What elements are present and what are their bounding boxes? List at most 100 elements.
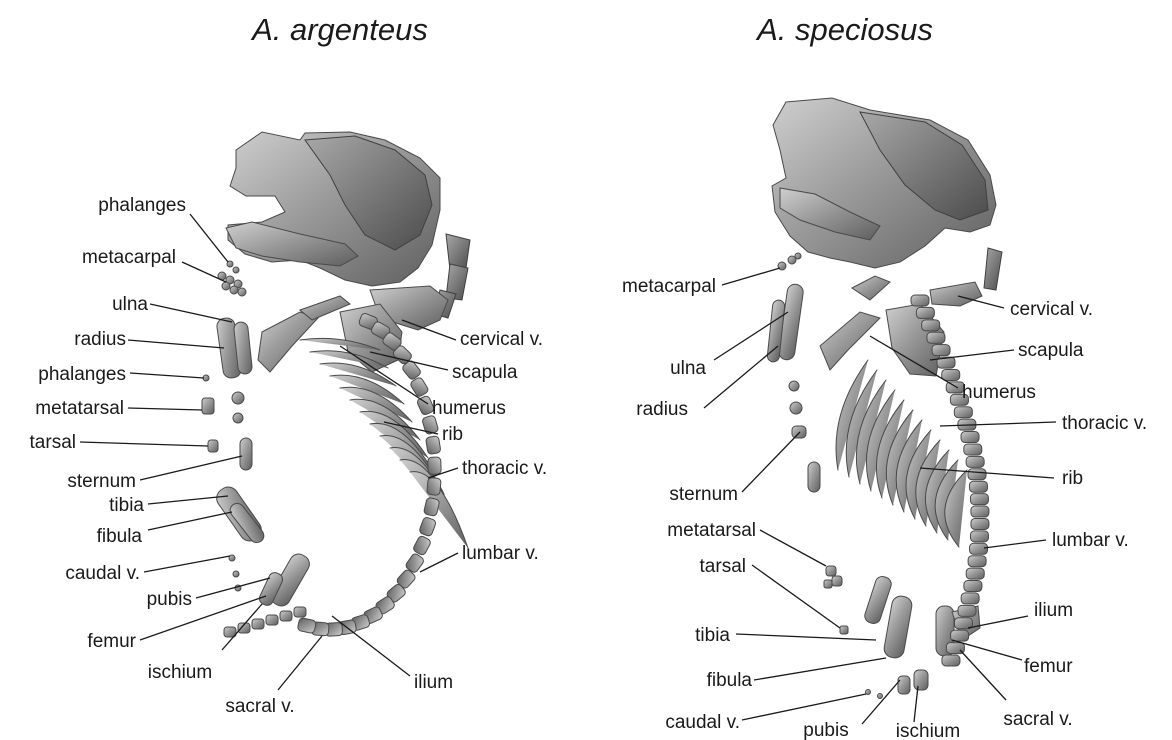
labels-left: phalanges metacarpal ulna radius phalang… (30, 195, 548, 717)
vertebra-right (932, 345, 950, 356)
caudal-vertebra-left (266, 615, 278, 625)
vertebra-right (954, 407, 972, 418)
vertebra-right (971, 518, 989, 529)
panel-title-right: A. speciosus (755, 12, 933, 47)
label-scapula: scapula (1018, 340, 1084, 361)
vertebra-right (968, 556, 986, 567)
label-femur: femur (1024, 656, 1073, 677)
label-cervical-v: cervical v. (1010, 299, 1093, 320)
label-radius: radius (74, 329, 126, 350)
vertebra-left (419, 516, 437, 536)
clavicle-right (852, 276, 890, 300)
label-fibula: fibula (97, 526, 143, 547)
vertebra-right (968, 469, 986, 480)
tarsal-left (208, 440, 218, 452)
vertebra-right (970, 494, 988, 505)
vertebra-right (942, 369, 960, 380)
vertebra-right (958, 605, 976, 616)
label-thoracic-v: thoracic v. (1062, 413, 1147, 434)
vertebra-left (427, 477, 442, 495)
label-caudal-v: caudal v. (665, 712, 740, 733)
fibula-right (883, 595, 913, 660)
vertebra-right (971, 506, 989, 517)
label-lumbar-v: lumbar v. (462, 543, 539, 564)
label-phalanges: phalanges (98, 195, 186, 216)
caudal-vertebra-left (280, 611, 292, 621)
vertebra-right (961, 432, 979, 443)
vertebra-right (942, 655, 960, 666)
sternum-right (792, 426, 806, 438)
label-metacarpal: metacarpal (622, 276, 716, 297)
metatarsal-right (824, 566, 842, 588)
label-pubis: pubis (803, 720, 848, 740)
vertebra-right (969, 481, 987, 492)
vertebra-right (951, 630, 969, 641)
vertebra-right (911, 295, 929, 306)
vertebra-right (927, 332, 945, 343)
ischium-right (914, 670, 928, 690)
leader-lines-right (704, 268, 1056, 724)
vertebra-right (961, 593, 979, 604)
label-metacarpal: metacarpal (82, 247, 176, 268)
label-tibia: tibia (695, 625, 730, 646)
label-sternum: sternum (67, 471, 136, 492)
label-rib: rib (442, 424, 463, 445)
label-sacral-v: sacral v. (1003, 709, 1072, 730)
labels-right: metacarpal ulna radius sternum metatarsa… (622, 276, 1147, 740)
label-tibia: tibia (109, 495, 144, 516)
label-tarsal: tarsal (30, 432, 76, 453)
label-rib: rib (1062, 468, 1083, 489)
caudal-vertebra-left (294, 607, 306, 617)
cervical-v-right (930, 282, 982, 306)
label-cervical-v: cervical v. (460, 329, 543, 350)
vertebra-left (423, 497, 440, 517)
metacarpal-cluster-left (218, 261, 246, 296)
label-ulna: ulna (670, 358, 706, 379)
label-tarsal: tarsal (700, 556, 746, 577)
vertebra-right (964, 581, 982, 592)
label-sternum: sternum (669, 484, 738, 505)
label-femur: femur (87, 631, 136, 652)
vertebra-right (966, 568, 984, 579)
metatarsal-left (202, 398, 214, 414)
label-scapula: scapula (452, 362, 518, 383)
vertebra-right (964, 444, 982, 455)
label-lumbar-v: lumbar v. (1052, 530, 1129, 551)
label-thoracic-v: thoracic v. (462, 458, 547, 479)
label-ischium: ischium (148, 662, 212, 683)
skull-plate-right (984, 248, 1002, 290)
vertebra-right (916, 307, 934, 318)
label-caudal-v: caudal v. (65, 563, 140, 584)
vertebra-right (922, 320, 940, 331)
label-ilium: ilium (414, 672, 453, 693)
skeleton-left (202, 132, 470, 609)
humerus-right (820, 312, 880, 370)
label-humerus: humerus (432, 398, 506, 419)
caudal-vertebra-left (252, 619, 264, 629)
label-ischium: ischium (896, 721, 960, 740)
label-phalanges-hind: phalanges (38, 364, 126, 385)
label-humerus: humerus (962, 382, 1036, 403)
label-radius: radius (636, 399, 688, 420)
label-sacral-v: sacral v. (225, 696, 294, 717)
vertebra-left (425, 436, 441, 455)
vertebra-left (297, 617, 316, 633)
tarsal-right (840, 626, 848, 634)
label-fibula: fibula (707, 670, 753, 691)
label-ulna: ulna (112, 294, 148, 315)
vertebra-right (966, 456, 984, 467)
vertebra-left (428, 457, 442, 474)
vertebra-right (970, 531, 988, 542)
label-ilium: ilium (1034, 600, 1073, 621)
vertebra-right (970, 543, 988, 554)
tibia-right (863, 575, 893, 626)
label-metatarsal: metatarsal (35, 398, 124, 419)
sternum-left (240, 438, 252, 470)
panel-title-left: A. argenteus (250, 12, 428, 47)
vertebra-left (412, 535, 431, 556)
label-pubis: pubis (147, 589, 192, 610)
humerus-left (258, 312, 318, 372)
label-metatarsal: metatarsal (667, 520, 756, 541)
pubis-right (898, 676, 910, 694)
